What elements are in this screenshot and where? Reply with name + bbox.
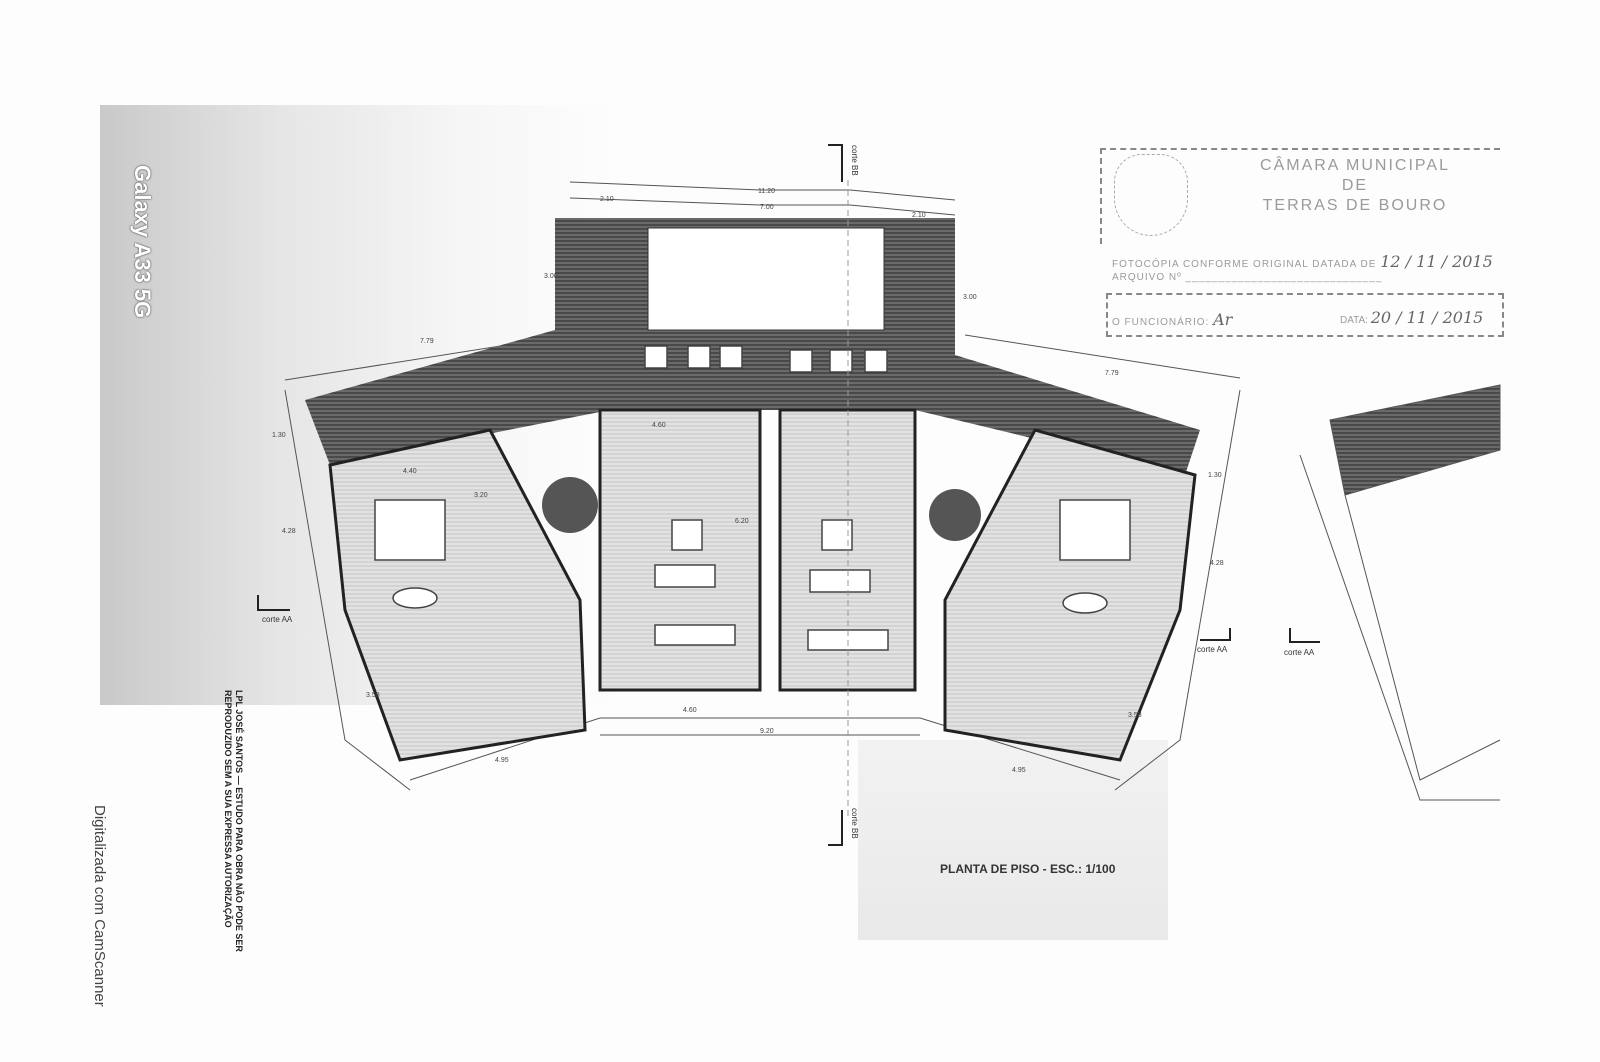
terrace-deck bbox=[305, 218, 1200, 475]
furniture bbox=[374, 345, 1131, 651]
section-markers bbox=[257, 144, 1320, 846]
pool bbox=[647, 227, 885, 331]
stamp-header-border bbox=[1100, 148, 1500, 244]
dim-right-offset: 2.10 bbox=[912, 212, 926, 219]
drawing-title: PLANTA DE PISO - ESC.: 1/100 bbox=[940, 862, 1116, 876]
author-note: LPL JOSÉ SANTOS — ESTUDO PARA OBRA NÃO P… bbox=[223, 690, 244, 952]
dim-total-width: 11.20 bbox=[758, 188, 775, 195]
date-value: 20 / 11 / 2015 bbox=[1370, 308, 1484, 327]
dim-right-side: 4.28 bbox=[1210, 560, 1224, 567]
copy-date: 12 / 11 / 2015 bbox=[1380, 252, 1493, 271]
clerk-line: O FUNCIONÁRIO: Ar bbox=[1112, 310, 1232, 329]
corte-bb-top: corte BB bbox=[850, 145, 859, 176]
dim-right-wing: 7.79 bbox=[1105, 370, 1119, 377]
dim-right-edge: 1.30 bbox=[1208, 472, 1222, 479]
corte-aa-fragment: corte AA bbox=[1284, 648, 1315, 657]
dim-left-edge: 1.30 bbox=[272, 432, 286, 439]
dimension-labels: 11.20 2.10 7.00 2.10 3.00 3.00 7.79 7.79… bbox=[272, 188, 1224, 774]
archive-label: ARQUIVO Nº bbox=[1112, 272, 1182, 283]
municipal-crest-icon bbox=[1114, 154, 1188, 236]
dim-left-side: 4.28 bbox=[282, 528, 296, 535]
house-walls bbox=[328, 408, 1197, 762]
adjacent-plan-fragment bbox=[1299, 384, 1501, 801]
org-line-1: CÂMARA MUNICIPAL bbox=[1260, 157, 1450, 174]
org-line-2: DE bbox=[1341, 177, 1369, 194]
corte-aa-left: corte AA bbox=[262, 615, 293, 624]
stamp-organization: CÂMARA MUNICIPAL DE TERRAS DE BOURO bbox=[1220, 156, 1490, 216]
dim-left-base: 4.95 bbox=[495, 757, 509, 764]
scan-shadow-bottom bbox=[858, 740, 1168, 940]
clerk-label: O FUNCIONÁRIO: bbox=[1112, 317, 1210, 328]
clerk-signature: Ar bbox=[1213, 310, 1233, 329]
copy-label: FOTOCÓPIA CONFORME ORIGINAL DATADA DE bbox=[1112, 259, 1377, 270]
copy-line: FOTOCÓPIA CONFORME ORIGINAL DATADA DE 12… bbox=[1112, 252, 1493, 271]
scanner-watermark: Digitalizada com CamScanner bbox=[91, 805, 108, 1007]
dim-room-width: 4.40 bbox=[403, 468, 417, 475]
dim-center-base: 9.20 bbox=[760, 728, 774, 735]
phone-watermark: Galaxy A33 5G bbox=[130, 165, 155, 319]
corte-aa-right: corte AA bbox=[1197, 645, 1228, 654]
dim-living: 6.20 bbox=[735, 518, 749, 525]
trees bbox=[542, 477, 981, 541]
dim-left-wing: 7.79 bbox=[420, 338, 434, 345]
date-label: DATA: bbox=[1340, 315, 1368, 326]
dim-right-base: 4.95 bbox=[1012, 767, 1026, 774]
dim-inner-base: 4.60 bbox=[683, 707, 697, 714]
org-line-3: TERRAS DE BOURO bbox=[1262, 197, 1448, 214]
dim-kitchen: 4.60 bbox=[652, 422, 666, 429]
archive-line: ARQUIVO Nº _____________________________… bbox=[1112, 272, 1383, 283]
dim-left-lower: 3.58 bbox=[366, 692, 380, 699]
dim-top-left-depth: 3.00 bbox=[544, 273, 558, 280]
dim-center-width: 7.00 bbox=[760, 204, 774, 211]
corte-bb-bottom: corte BB bbox=[850, 808, 859, 839]
stamp-footer-border bbox=[1106, 293, 1504, 337]
dim-left-offset: 2.10 bbox=[600, 196, 614, 203]
dim-top-right-depth: 3.00 bbox=[963, 294, 977, 301]
date-line: DATA: 20 / 11 / 2015 bbox=[1340, 308, 1483, 327]
dim-right-lower: 3.58 bbox=[1128, 712, 1142, 719]
dim-room-depth: 3.20 bbox=[474, 492, 488, 499]
municipal-stamp: CÂMARA MUNICIPAL DE TERRAS DE BOURO FOTO… bbox=[1100, 148, 1504, 337]
top-dimension-lines bbox=[284, 181, 1241, 791]
